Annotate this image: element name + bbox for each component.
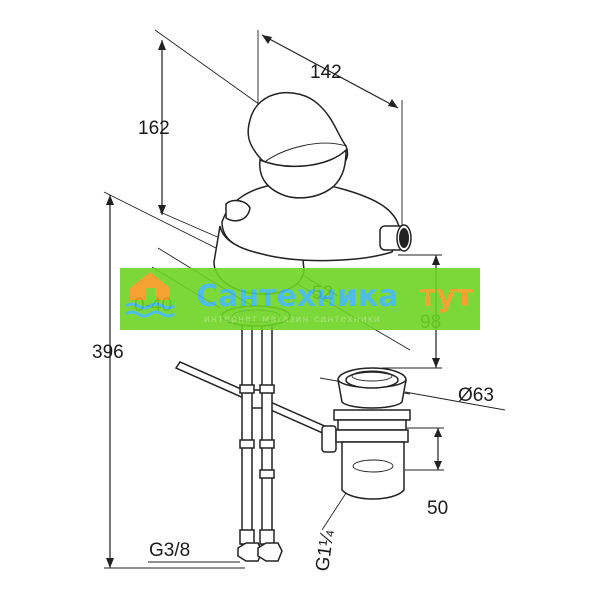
supply-hoses (237, 317, 283, 562)
watermark-banner: Сантехника тут интернет магазин сантехни… (120, 268, 480, 330)
brand-name: Сантехника тут (196, 279, 474, 314)
dim-142: 142 (310, 62, 342, 83)
pop-up-rod (174, 361, 340, 453)
watermark-background (120, 268, 480, 330)
dim-thread-g114: G1¼ (312, 528, 339, 573)
dim-50: 50 (427, 498, 448, 519)
dim-thread-g38: G3/8 (149, 540, 190, 561)
dim-396: 396 (92, 342, 124, 363)
pop-up-waste (333, 367, 411, 500)
brand-word-2: тут (419, 279, 474, 314)
brand-word-1: Сантехника (196, 279, 398, 314)
dim-162: 162 (138, 118, 170, 139)
mixer-body (213, 91, 412, 295)
house-logo-icon (125, 272, 175, 318)
brand-tagline: интернет магазин сантехники (204, 314, 381, 325)
dim-diameter-63: Ø63 (458, 385, 494, 406)
